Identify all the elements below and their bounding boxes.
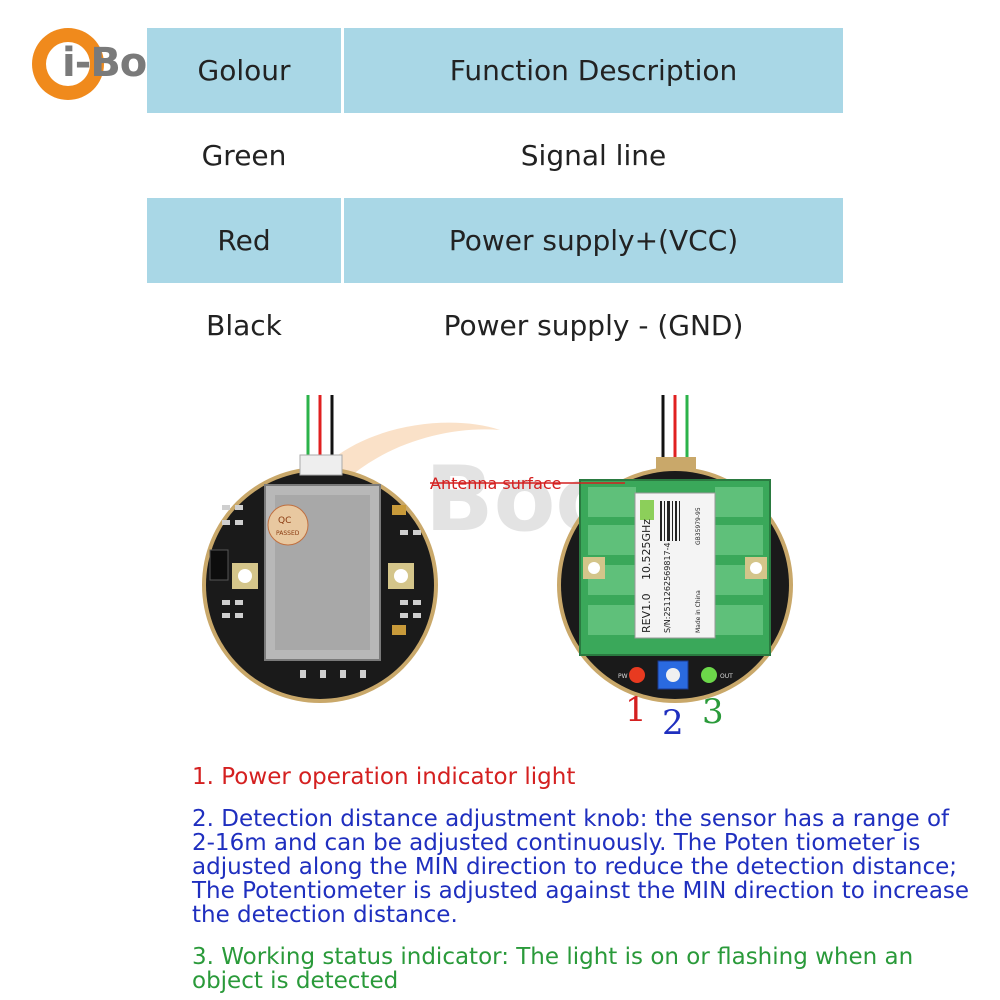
antenna-surface-label: Antenna surface (430, 474, 562, 493)
header-function: Function Description (344, 28, 843, 113)
qc-stamp-text: QC (278, 516, 291, 526)
header-colour: Golour (147, 28, 344, 113)
sensor-module-photo: QC PASSED (202, 395, 793, 703)
table-row: Green Signal line (147, 113, 843, 198)
label-made: Made in China (695, 590, 702, 633)
label-sn: S/N:2511262569817-4 (663, 542, 672, 633)
led-label-out: OUT (720, 673, 733, 680)
power-led-icon (629, 667, 645, 683)
row-colour: Red (147, 198, 344, 283)
module-front-view: REV1.0 10.525GHz S/N:2511262569817-4 GB3… (557, 395, 793, 703)
label-freq: 10.525GHz (640, 519, 653, 580)
callout-2: 2 (662, 703, 684, 743)
notes: 1. Power operation indicator light 2. De… (192, 765, 972, 993)
note-status-indicator: 3. Working status indicator: The light i… (192, 944, 914, 994)
row-function: Power supply+(VCC) (344, 198, 843, 283)
qc-stamp-sub: PASSED (276, 530, 300, 537)
note-distance-knob: 2. Detection distance adjustment knob: t… (192, 806, 970, 928)
label-gb: GB35979-95 (695, 507, 702, 545)
callout-1: 1 (625, 690, 647, 730)
table-row: Black Power supply - (GND) (147, 283, 843, 368)
label-rev: REV1.0 (640, 593, 653, 633)
row-colour: Black (147, 283, 344, 368)
callout-3: 3 (702, 692, 724, 732)
table-row: Red Power supply+(VCC) (147, 198, 843, 283)
status-led-icon (701, 667, 717, 683)
table-header-row: Golour Function Description (147, 28, 843, 113)
wire-function-table: Golour Function Description Green Signal… (147, 28, 843, 368)
row-function: Power supply - (GND) (443, 309, 744, 342)
row-function: Signal line (520, 139, 667, 172)
led-label-pw: PW (618, 673, 628, 680)
note-power-indicator: 1. Power operation indicator light (192, 764, 576, 790)
module-back-view: QC PASSED (202, 395, 438, 703)
row-colour: Green (147, 113, 344, 198)
